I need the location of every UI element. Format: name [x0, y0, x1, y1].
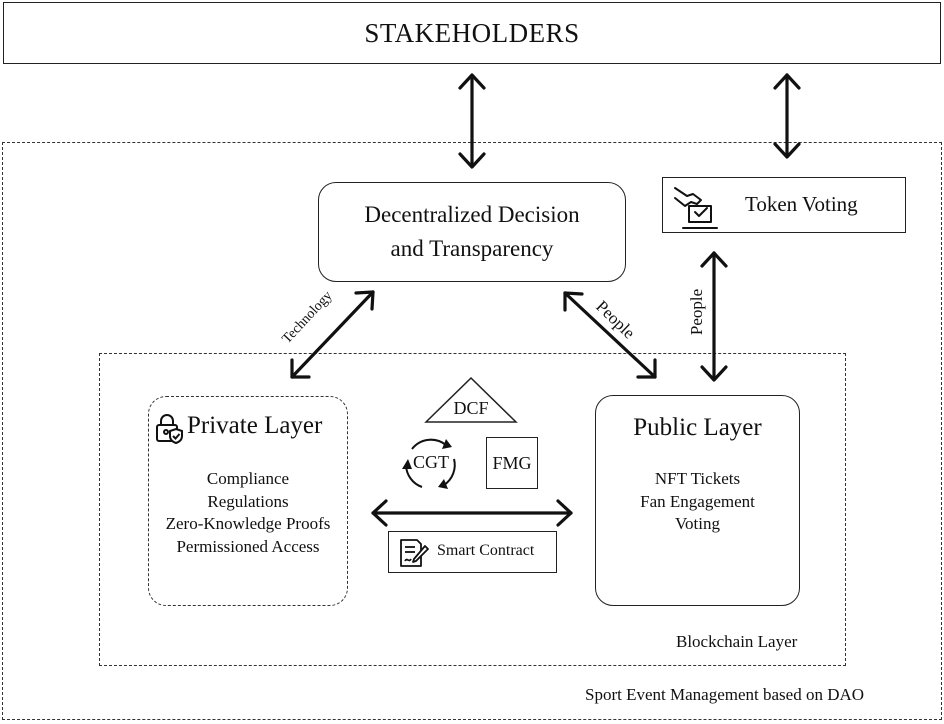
private-item-zkp: Zero-Knowledge Proofs	[165, 514, 331, 533]
fmg-node: FMG	[486, 437, 538, 489]
decision-transparency-box: Decentralized Decision and Transparency	[318, 182, 626, 282]
fmg-label: FMG	[492, 452, 532, 473]
token-voting-label: Token Voting	[745, 192, 858, 216]
private-item-permissioned: Permissioned Access	[176, 536, 320, 556]
arrow-private-public	[371, 499, 573, 527]
arrow-token-voting-public	[700, 251, 728, 382]
private-item-compliance: Compliance	[206, 469, 290, 488]
public-layer-list: NFT Tickets Fan Engagement Voting	[596, 468, 799, 536]
dcf-label: DCF	[453, 398, 489, 418]
cgt-node: CGT	[400, 433, 462, 493]
private-layer-list: Compliance Regulations Zero-Knowledge Pr…	[149, 468, 347, 558]
public-layer-box: Public Layer NFT Tickets Fan Engagement …	[595, 395, 800, 606]
cgt-label: CGT	[413, 452, 449, 472]
stakeholders-label: STAKEHOLDERS	[364, 17, 580, 48]
blockchain-frame-label: Blockchain Layer	[676, 632, 798, 651]
decision-line-2: and Transparency	[390, 236, 554, 261]
private-layer-title: Private Layer	[187, 412, 323, 439]
dcf-triangle-shape	[424, 376, 518, 423]
blockchain-frame	[99, 353, 846, 666]
dcf-node: DCF	[424, 376, 518, 424]
public-item-voting: Voting	[674, 514, 721, 533]
token-voting-box: Token Voting	[662, 177, 906, 233]
private-layer-box: Private Layer Compliance Regulations Zer…	[148, 396, 348, 606]
arrow-people-left	[563, 291, 657, 379]
dao-frame-label: Sport Event Management based on DAO	[585, 685, 865, 704]
hand-ballot-icon	[674, 187, 718, 229]
stakeholders-box: STAKEHOLDERS	[3, 2, 941, 64]
contract-pen-icon	[400, 539, 429, 567]
private-item-regulations: Regulations	[207, 491, 289, 511]
public-layer-title: Public Layer	[633, 414, 762, 441]
decision-line-1: Decentralized Decision	[364, 202, 580, 227]
cycle-arrows-icon	[402, 438, 456, 489]
public-item-fan: Fan Engagement	[640, 491, 755, 511]
people-edge-label-right: People	[687, 288, 707, 336]
arrow-stakeholders-token-voting	[773, 73, 801, 159]
arrow-stakeholders-decision	[458, 73, 486, 169]
public-item-nft: NFT Tickets	[654, 469, 741, 488]
arrow-technology	[290, 290, 375, 379]
smart-contract-label: Smart Contract	[437, 542, 535, 559]
smart-contract-box: Smart Contract	[388, 531, 557, 573]
lock-shield-icon	[156, 414, 183, 445]
